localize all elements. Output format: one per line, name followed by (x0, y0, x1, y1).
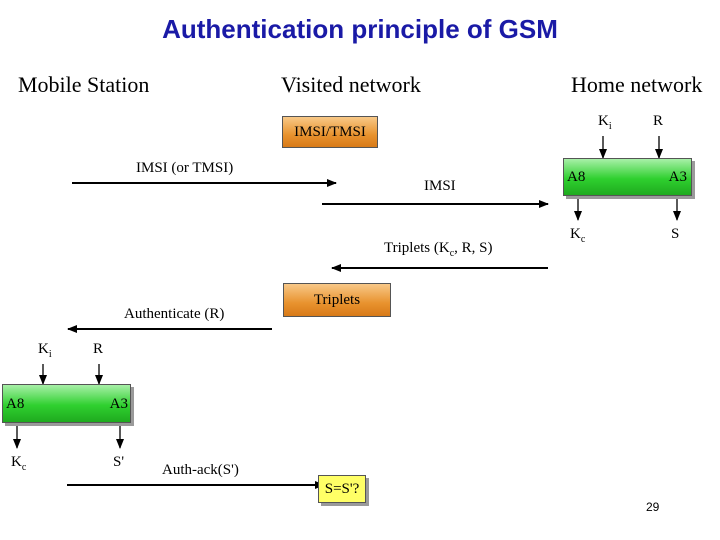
home-auc-block: A8 A3 (563, 158, 692, 196)
mobile-station-heading: Mobile Station (18, 72, 150, 97)
imsi-label: IMSI (424, 178, 456, 194)
sim-block: A8 A3 (2, 384, 131, 423)
imsi-or-tmsi-label: IMSI (or TMSI) (136, 160, 234, 176)
sim-r-label: R (93, 341, 104, 357)
sim-ki-label: Ki (38, 341, 52, 360)
home-network-heading: Home network (571, 72, 703, 97)
authenticate-label: Authenticate (R) (124, 306, 225, 322)
sim-a3-label: A3 (109, 396, 128, 412)
triplets-box: Triplets (283, 283, 391, 317)
visited-network-heading: Visited network (281, 72, 421, 97)
imsi-tmsi-box-label: IMSI/TMSI (294, 124, 366, 140)
triplets-box-label: Triplets (313, 292, 361, 308)
home-a3-label: A3 (668, 169, 687, 185)
home-ki-label: Ki (598, 113, 612, 132)
home-kc-label: Kc (570, 226, 586, 245)
compare-box: S=S'? (318, 475, 366, 503)
home-s-label: S (671, 226, 680, 242)
page-number: 29 (646, 500, 660, 514)
triplets-label: Triplets (Kc, R, S) (384, 240, 493, 259)
sim-kc-label: Kc (11, 454, 27, 473)
home-r-label: R (653, 113, 664, 129)
page-title: Authentication principle of GSM (162, 14, 558, 44)
sim-a8-label: A8 (6, 396, 25, 412)
auth-ack-label: Auth-ack(S') (162, 462, 239, 478)
compare-label: S=S'? (324, 481, 360, 497)
sim-s-prime-label: S' (113, 454, 125, 470)
home-a8-label: A8 (567, 169, 586, 185)
imsi-tmsi-box: IMSI/TMSI (282, 116, 378, 148)
